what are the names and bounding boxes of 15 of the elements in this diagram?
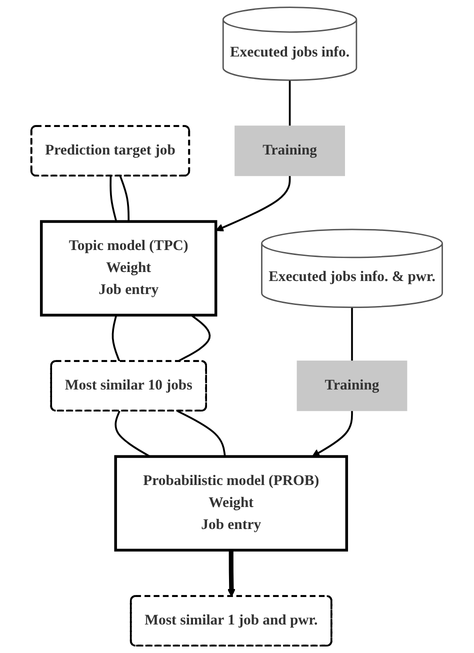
node-box: Training	[296, 360, 408, 412]
node-box: Training	[234, 126, 346, 176]
connector	[114, 410, 151, 458]
arrow	[312, 410, 354, 457]
node-box: Probabilistic model (PROB) Weight Job entry	[114, 455, 348, 552]
connector	[110, 176, 118, 222]
node-box: Topic model (TPC) Weight Job entry	[40, 220, 218, 317]
connector	[351, 307, 354, 362]
connector	[289, 80, 291, 126]
arrow	[228, 550, 236, 597]
connector	[112, 314, 121, 362]
connector	[177, 314, 211, 362]
connector	[120, 176, 130, 222]
arrow	[216, 176, 291, 232]
connector	[177, 410, 226, 457]
